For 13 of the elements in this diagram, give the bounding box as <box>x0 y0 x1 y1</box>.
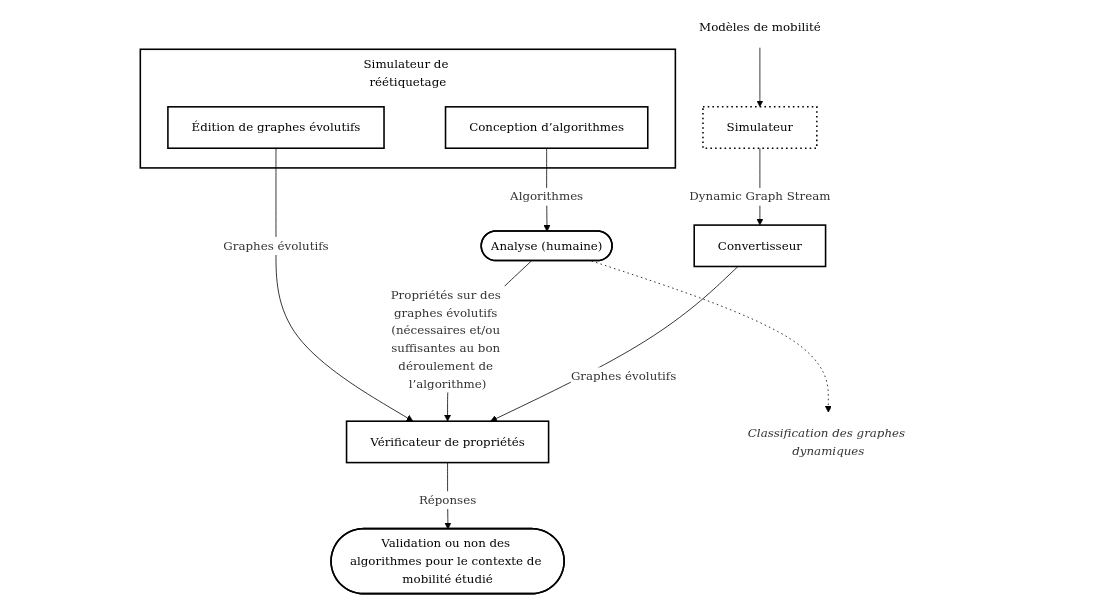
edge-label: Algorithmes <box>510 189 584 204</box>
edge-label: Graphes évolutifs <box>223 238 329 253</box>
node-box: Édition de graphes évolutifs <box>167 106 385 149</box>
edge-label: Réponses <box>418 492 477 507</box>
edge-label: Dynamic Graph Stream <box>689 189 831 204</box>
node-text: Modèles de mobilité <box>699 19 821 34</box>
node-box: Conception d’algorithmes <box>444 106 649 149</box>
node-box: Convertisseur <box>693 224 827 268</box>
node-box: Simulateur <box>702 106 818 149</box>
edge-label: Graphes évolutifs <box>571 368 677 384</box>
node-text: Classification des graphes dynamiques <box>747 425 906 458</box>
node-box: Vérificateur de propriétés <box>345 420 550 464</box>
edge-label: Propriétés sur des graphes évolutifs (nécessaires et/ou suffisantes au bon déroulement de l’algorithme) <box>390 287 501 391</box>
